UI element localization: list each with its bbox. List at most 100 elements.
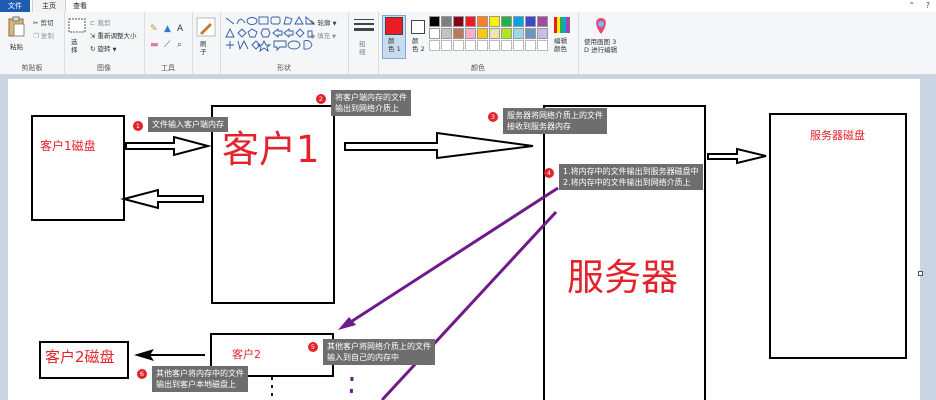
palette-swatch[interactable] [465,16,476,27]
rotate-icon: ↻ [90,45,96,53]
arrow-client1-to-server [344,131,534,160]
palette-swatch[interactable] [537,28,548,39]
palette-custom-slot[interactable] [453,40,464,51]
note-5: 其他客户将网络介质上的文件 输入到自己的内存中 [323,339,435,365]
clipboard-group-label: 剪贴板 [21,64,43,72]
arrow-server-down-line [380,210,558,400]
palette-custom-slot[interactable] [465,40,476,51]
cut-button[interactable]: ✂ 剪切 [33,19,54,27]
size-group: 粗 细 [348,12,379,74]
shape-gallery[interactable] [224,15,320,57]
brushes-group: 刷 子 [192,12,221,74]
color-picker-icon[interactable]: ⟋ [164,40,171,50]
ribbon-collapse-icon[interactable]: ⌃ [908,1,916,10]
step-badge-2: 2 [316,94,326,104]
palette-custom-slot[interactable] [489,40,500,51]
tab-home[interactable]: 主页 [32,0,66,12]
palette-custom-slot[interactable] [501,40,512,51]
palette-swatch[interactable] [465,28,476,39]
shapes-group-label: 形状 [277,64,291,72]
palette-custom-slot[interactable] [525,40,536,51]
copy-button[interactable]: ❐ 复制 [33,32,54,40]
palette-swatch[interactable] [537,16,548,27]
palette-swatch[interactable] [453,16,464,27]
note-6: 其他客户将内存中的文件 输出到客户本地磁盘上 [152,366,248,392]
cut-icon: ✂ [33,19,39,27]
server-disk-label: 服务器磁盘 [810,129,865,142]
select-button[interactable]: 选 择 [71,38,78,54]
paint3d-icon[interactable] [593,17,609,39]
color2-swatch[interactable] [411,20,425,34]
note-4: 1.将内存中的文件输出到服务器磁盘中 2.将内存中的文件输出到网络介质上 [559,164,703,190]
help-icon[interactable]: ? [925,1,930,10]
ribbon-tab-bar: 文件 主页 查看 ⌃ ? [0,0,936,12]
shape-fill-icon: ◆ [310,32,315,40]
client2-label: 客户2 [232,348,261,361]
paste-button[interactable]: 粘贴 [10,43,23,51]
palette-swatch[interactable] [489,28,500,39]
palette-swatch[interactable] [441,28,452,39]
arrow-server-to-disk [707,147,767,165]
brushes-button[interactable]: 刷 子 [200,40,207,56]
ribbon: 粘贴 ✂ 剪切 ❐ 复制 剪贴板 选 择 ⊏ 裁剪 ⇲ 重新调整大小 ↻ 旋转 … [0,12,936,75]
palette-custom-slot[interactable] [537,40,548,51]
paste-icon[interactable] [6,16,26,42]
palette-swatch[interactable] [513,16,524,27]
rotate-button[interactable]: ↻ 旋转 ▼ [90,45,117,53]
client2-disk-label: 客户2磁盘 [45,348,115,366]
palette-swatch[interactable] [441,16,452,27]
line-size-icon[interactable] [354,18,374,38]
dotted-purple-line [349,376,354,400]
arrow-server-to-client2-head [338,317,356,330]
eraser-icon[interactable]: ▬ [150,40,159,50]
size-button[interactable]: 粗 细 [359,40,366,56]
outline-icon: ✎ [310,19,316,27]
resize-button[interactable]: ⇲ 重新调整大小 [90,32,137,40]
palette-custom-slot[interactable] [513,40,524,51]
arrow-client1-to-disk [120,188,204,210]
palette-swatch[interactable] [489,16,500,27]
arrow-server-to-client2-line [345,186,559,327]
colors-group: 颜 色 1 颜 色 2 编辑 颜色 颜色 [378,12,579,74]
client1-disk-box [31,115,125,221]
palette-swatch[interactable] [477,16,488,27]
image-group-label: 图像 [97,64,111,72]
tools-group-label: 工具 [161,64,175,72]
magnifier-icon[interactable]: ⌕ [177,40,183,50]
tab-view[interactable]: 查看 [73,2,87,10]
crop-button[interactable]: ⊏ 裁剪 [90,19,111,27]
select-icon[interactable] [68,18,86,38]
canvas-resize-handle[interactable] [918,271,923,276]
shapes-group: ✎ 轮廓 ▼ ◆ 填充 ▼ 形状 [220,12,349,74]
drawing-canvas[interactable] [8,79,920,400]
palette-swatch[interactable] [501,28,512,39]
server-disk-box [769,113,907,359]
fill-dropdown[interactable]: ◆ 填充 ▼ [310,32,337,40]
fill-icon[interactable]: ▲ [164,24,171,34]
palette-swatch[interactable] [453,28,464,39]
color2-label[interactable]: 颜 色 2 [412,37,425,53]
window-controls: ⌃ ? [901,1,931,10]
edit-colors-button[interactable]: 编辑 颜色 [554,37,567,53]
palette-swatch[interactable] [429,28,440,39]
edit-colors-icon[interactable] [554,17,570,37]
palette-swatch[interactable] [501,16,512,27]
palette-custom-slot[interactable] [441,40,452,51]
palette-swatch[interactable] [513,28,524,39]
pencil-icon[interactable]: ✎ [150,24,158,34]
palette-swatch[interactable] [429,16,440,27]
brush-icon[interactable] [196,17,216,41]
palette-swatch[interactable] [477,28,488,39]
step-badge-5: 5 [308,342,318,352]
edit-with-paint3d-button[interactable]: 使用画图 3 D 进行编辑 [584,38,618,54]
palette-custom-slot[interactable] [429,40,440,51]
palette-custom-slot[interactable] [477,40,488,51]
text-icon[interactable]: A [177,24,184,34]
tab-file[interactable]: 文件 [0,0,30,12]
outline-dropdown[interactable]: ✎ 轮廓 ▼ [310,19,337,27]
note-2: 将客户端内存的文件 输出到网络介质上 [331,90,411,116]
palette-swatch[interactable] [525,16,536,27]
arrow-disk-to-client1 [125,135,212,157]
palette-swatch[interactable] [525,28,536,39]
arrow-client2-to-disk-head [134,349,154,361]
